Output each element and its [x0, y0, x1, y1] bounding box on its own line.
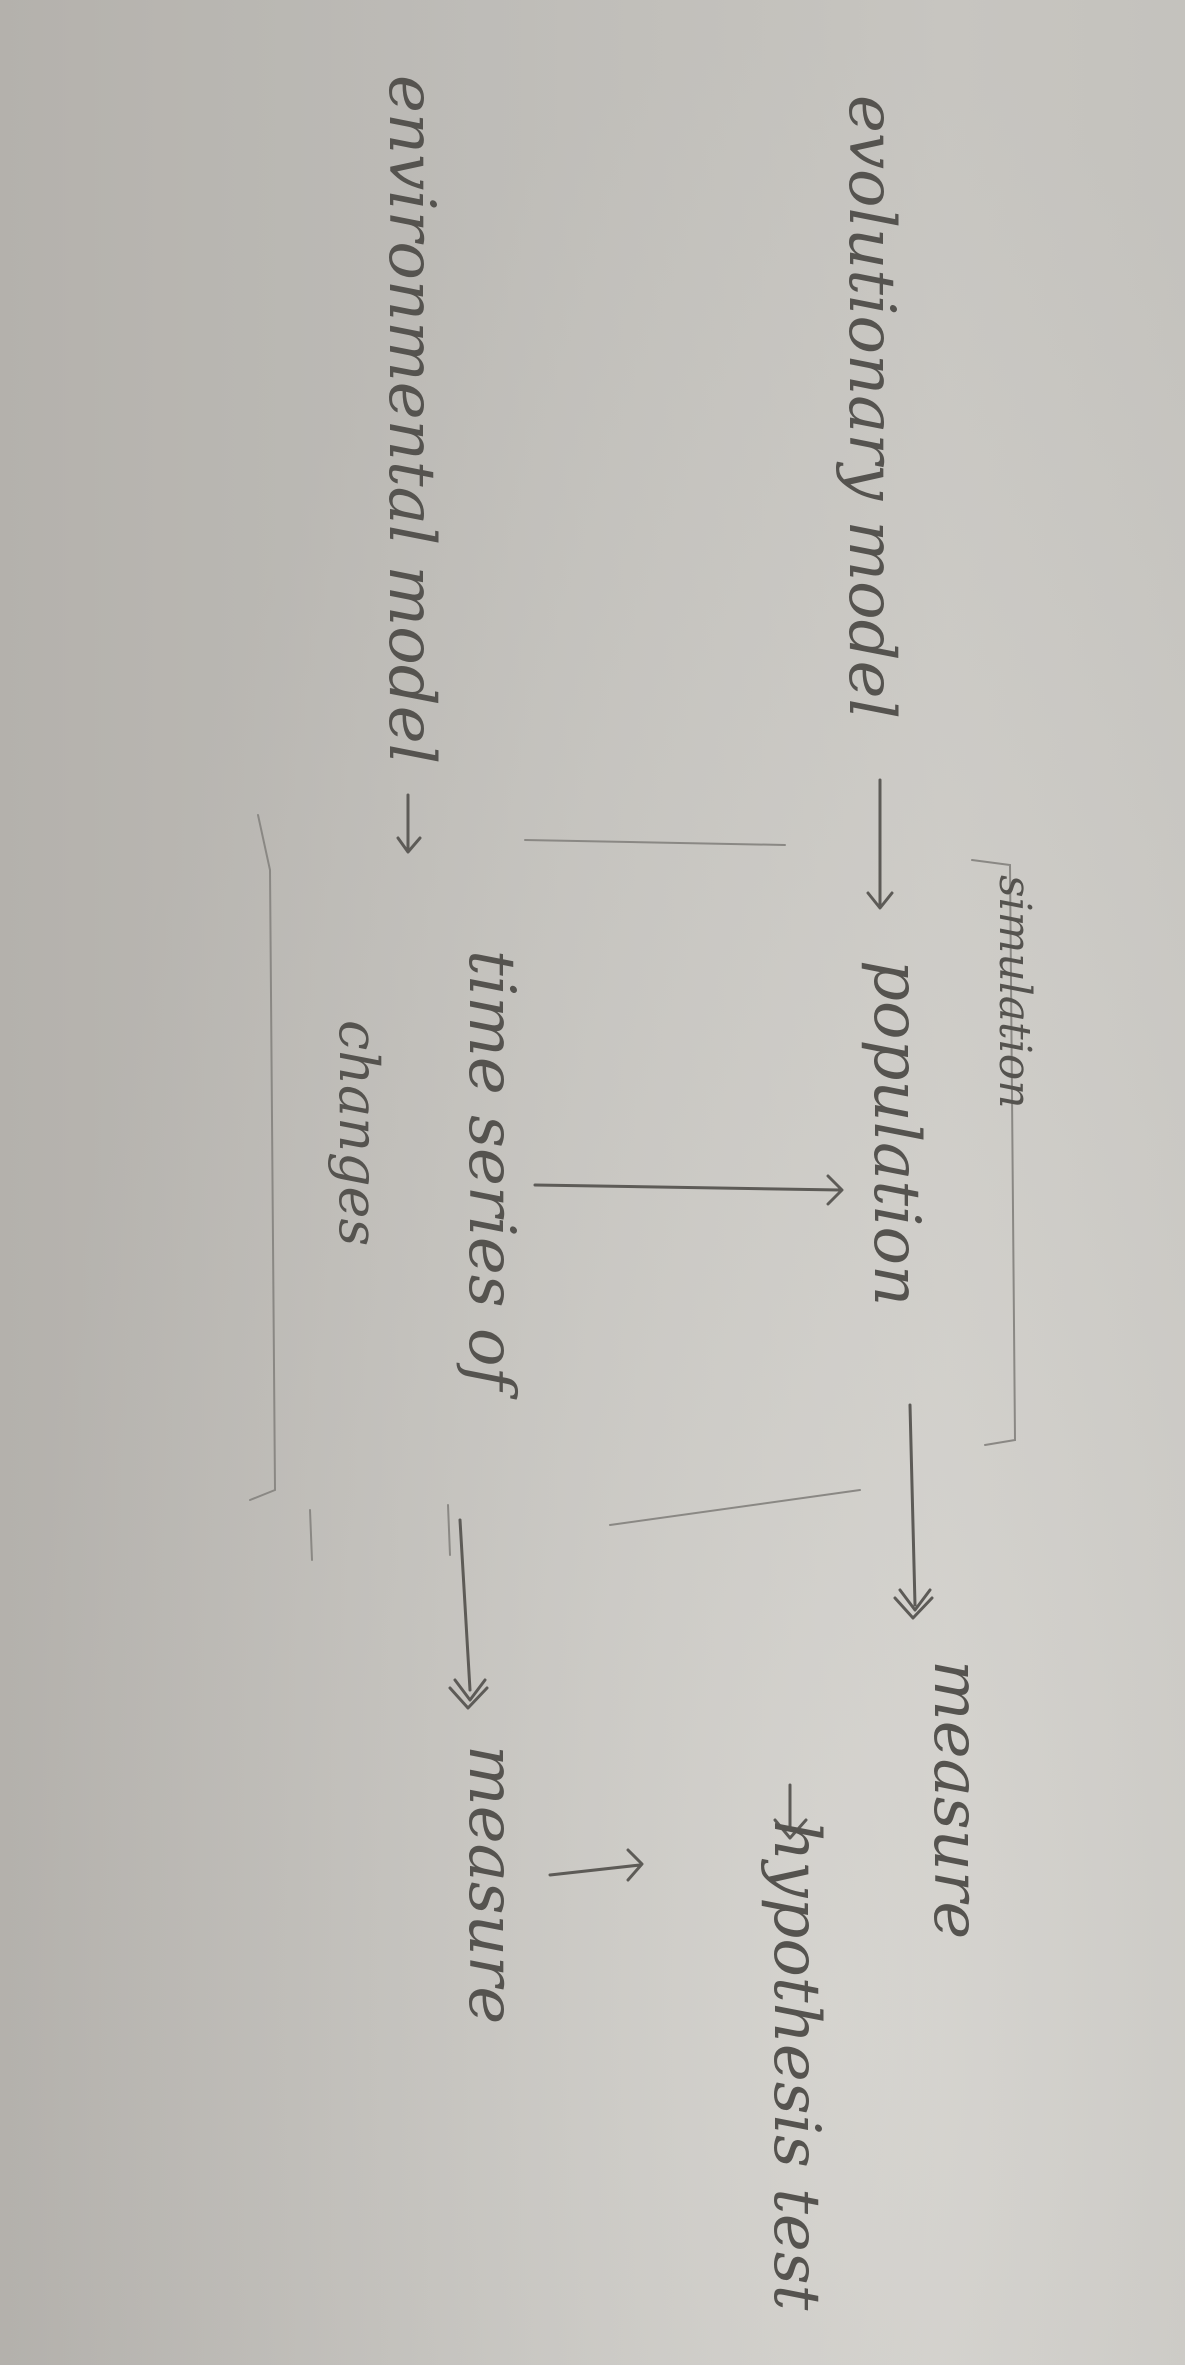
population-timeseries-link: [533, 1174, 844, 1206]
divider-right: [609, 1489, 861, 1526]
divider-left: [524, 839, 786, 846]
lower-bracket: [249, 814, 277, 1501]
population-label: population: [859, 960, 933, 1306]
environmental-model-label: environmental model: [374, 75, 448, 764]
population-to-measure-arrow: [893, 1403, 934, 1620]
hypothesis-link-arrow: [548, 1848, 644, 1882]
tick-2: [447, 1504, 451, 1556]
measure-to-hypothesis-arrow: [773, 1783, 808, 1840]
evolutionary-to-population-arrow: [866, 778, 894, 910]
evolutionary-model-label: evolutionary model: [834, 95, 908, 719]
measure-top-label: measure: [919, 1660, 993, 1939]
simulation-bracket: [971, 859, 1017, 1446]
environmental-to-timeseries-arrow: [396, 793, 422, 854]
changes-label: changes: [327, 1020, 390, 1246]
measure-bottom-label: measure: [454, 1745, 528, 2024]
tick-1: [309, 1509, 313, 1561]
simulation-label: simulation: [989, 875, 1040, 1109]
timeseries-to-measure-arrow: [448, 1518, 489, 1710]
hypothesis-test-label: hypothesis test: [759, 1820, 833, 2311]
time-series-label: time series of: [454, 950, 528, 1400]
